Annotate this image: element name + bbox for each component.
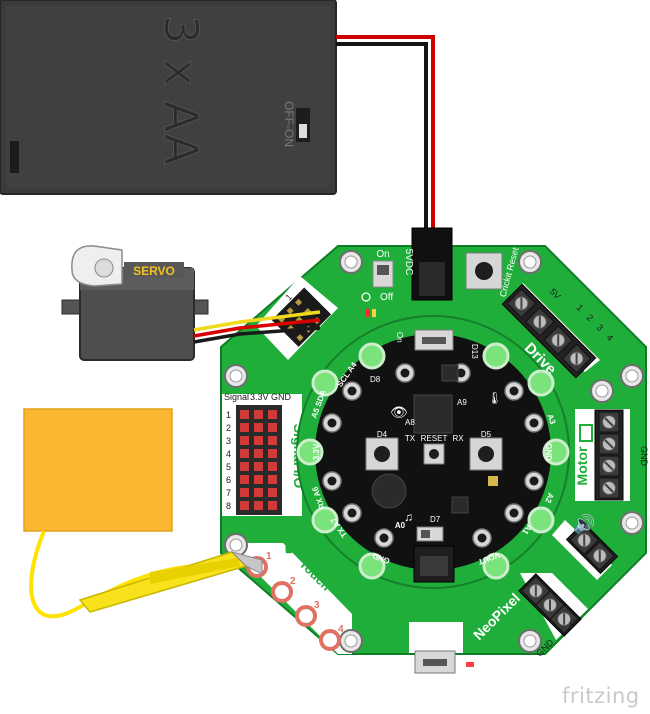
fritzing-watermark: fritzing — [562, 684, 640, 708]
power-icon — [361, 292, 371, 302]
battery-pack: 3 x AA OFF-ON — [0, 0, 337, 195]
thermometer-icon: 🌡 — [487, 391, 502, 405]
cpx-pad-gnd-right: GND — [544, 443, 553, 461]
drive-pin-4: 4 — [605, 332, 616, 343]
power-off-label: Off — [380, 292, 393, 303]
servo-pin-2: 2 — [288, 303, 299, 314]
servo-motor-label: SERVO — [133, 264, 175, 278]
drive-pin-1: 1 — [575, 302, 586, 313]
cpx-speaker — [371, 473, 407, 509]
cpx-label-a9: A9 — [457, 398, 467, 407]
cpx-accel-chip — [451, 496, 469, 514]
signal-pin-5: 5 — [226, 462, 231, 472]
drive-terminal-block[interactable] — [501, 283, 597, 379]
neopixel-terminal[interactable] — [518, 573, 582, 637]
cpx-label-tx: TX — [405, 434, 416, 443]
status-led-yellow — [372, 309, 376, 317]
cpx-light-sensor — [488, 476, 498, 486]
cpx-battery-connector[interactable] — [413, 545, 455, 583]
battery-switch-label: OFF-ON — [282, 101, 296, 147]
speaker-icon: 🔊 — [573, 513, 595, 535]
signal-pin-3: 3 — [226, 436, 231, 446]
signal-pin-6: 6 — [226, 475, 231, 485]
music-note-icon: ♫ — [404, 510, 413, 524]
signal-pin-8: 8 — [226, 501, 231, 511]
cpx-label-rx: RX — [452, 434, 464, 443]
speaker-terminal[interactable] — [565, 521, 619, 575]
signal-header-signal: Signal — [224, 392, 249, 402]
crickit-board: 5VDC On Off Crickit Reset — [220, 227, 649, 674]
power-on-label: On — [376, 249, 389, 260]
cpx-button-a[interactable] — [365, 437, 399, 471]
alligator-clip-lead — [29, 530, 263, 619]
cpx-usb-port[interactable] — [414, 329, 454, 351]
power-switch[interactable] — [372, 260, 394, 288]
touch-pad-foil — [23, 408, 173, 532]
cpx-label-on: On — [395, 332, 404, 343]
seesaw-usb-port[interactable] — [414, 650, 456, 674]
battery-wires — [336, 35, 435, 228]
battery-clip — [10, 141, 19, 173]
cpx-label-d7: D7 — [430, 515, 441, 524]
circuit-playground-express: RESET D4 D5 TX RX D13 A8 A9 D7 D8 On 👁 🌡… — [296, 315, 570, 589]
seesaw-only-label: ONLY — [421, 637, 451, 649]
cpx-slide-switch[interactable] — [416, 526, 444, 542]
battery-label: 3 x AA — [154, 15, 208, 165]
servo-pin-1: 1 — [283, 292, 294, 303]
cpx-pad-a2: A2 — [543, 492, 555, 505]
motor-gnd-label: GND — [639, 446, 649, 467]
cpx-label-d8: D8 — [370, 375, 381, 384]
cpx-main-chip — [413, 394, 453, 434]
eye-icon: 👁 — [390, 404, 408, 420]
touch-pin-1: 1 — [266, 551, 272, 562]
cpx-reset-button[interactable] — [423, 443, 445, 465]
seesaw-panel — [409, 622, 463, 653]
hand-icon: ☛ — [284, 542, 298, 559]
cpx-pad-a0: A0 — [395, 521, 406, 530]
cpx-label-reset: RESET — [421, 434, 448, 443]
motor-terminal-block[interactable] — [594, 409, 624, 501]
drive-pin-3: 3 — [595, 322, 606, 333]
cpx-button-b[interactable] — [469, 437, 503, 471]
cpx-label-d13: D13 — [470, 344, 479, 359]
seesaw-led — [466, 662, 474, 667]
drive-pin-2: 2 — [585, 312, 596, 323]
cpx-pad-3v3: 3.3V — [312, 443, 321, 460]
servo-wires — [193, 310, 321, 344]
touch-pin-2: 2 — [290, 576, 296, 587]
touch-pin-4: 4 — [338, 624, 344, 635]
signal-header-3v3: 3.3V — [250, 392, 269, 402]
signal-pin-4: 4 — [226, 449, 231, 459]
signal-io-header[interactable] — [236, 405, 282, 515]
signal-pin-1: 1 — [226, 410, 231, 420]
cpx-pad-a3: A3 — [545, 413, 557, 426]
status-led-red — [366, 309, 370, 317]
dc-power-jack[interactable] — [411, 227, 453, 301]
crickit-reset-button[interactable] — [465, 252, 503, 290]
motor-icon — [579, 424, 593, 442]
seesaw-label: seesaw — [421, 626, 452, 636]
clip-jaw-icon — [230, 551, 263, 575]
signal-pin-2: 2 — [226, 423, 231, 433]
motor-label: Motor — [574, 446, 590, 485]
signal-pin-7: 7 — [226, 488, 231, 498]
cpx-small-chip — [441, 364, 459, 382]
cpx-label-d5: D5 — [481, 430, 492, 439]
cpx-label-d4: D4 — [377, 430, 388, 439]
servo-motor: SERVO — [61, 245, 209, 361]
signal-header-gnd: GND — [271, 392, 292, 402]
cpx-label-a8: A8 — [405, 418, 415, 427]
vdc-label: 5VDC — [403, 249, 414, 276]
touch-pin-3: 3 — [314, 600, 320, 611]
switch-knob-icon — [299, 124, 307, 138]
